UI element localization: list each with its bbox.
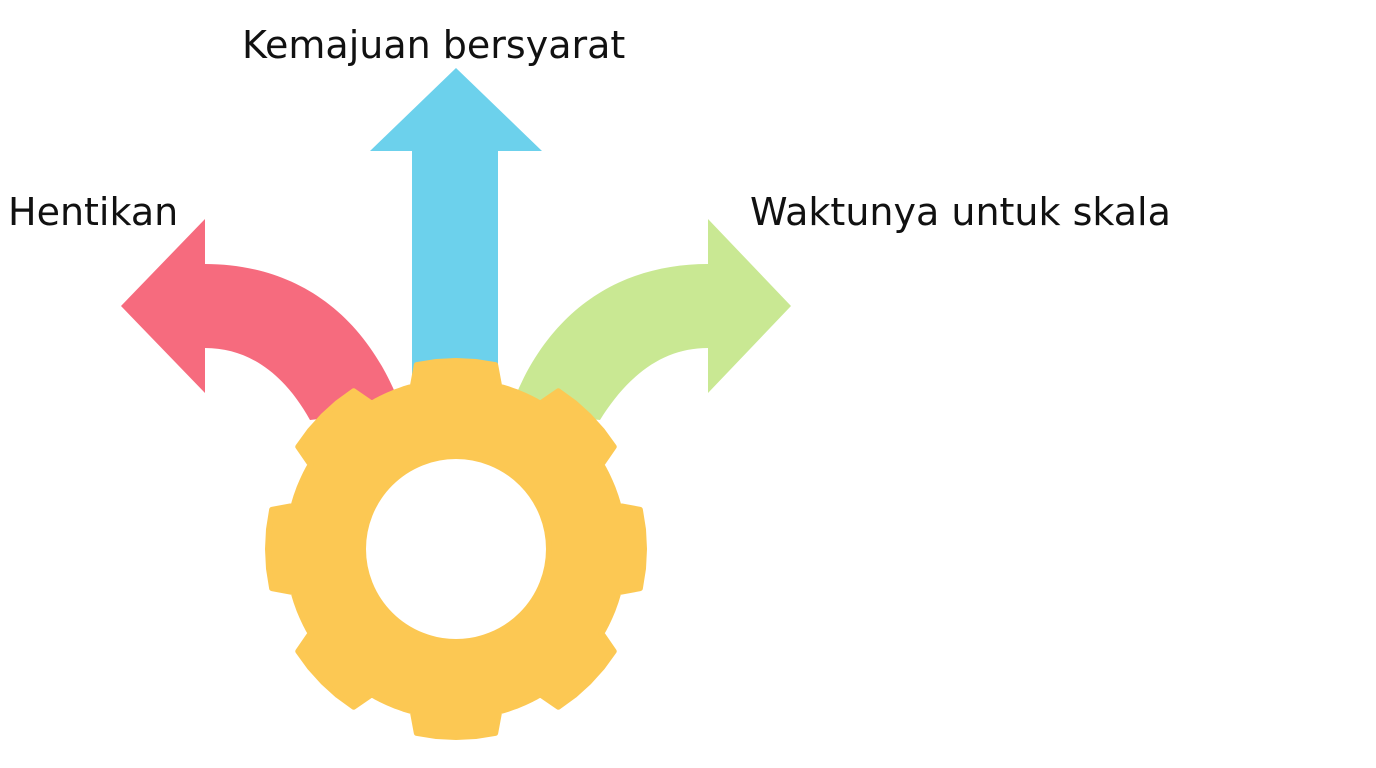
- arrow-up-icon: [370, 68, 542, 420]
- label-time-to-scale: Waktunya untuk skala: [750, 190, 1171, 234]
- gear-icon: [265, 358, 647, 740]
- arrow-right-icon: [510, 219, 791, 420]
- label-stop: Hentikan: [8, 190, 179, 234]
- label-conditional-progress: Kemajuan bersyarat: [242, 23, 626, 67]
- arrow-left-icon: [121, 219, 402, 420]
